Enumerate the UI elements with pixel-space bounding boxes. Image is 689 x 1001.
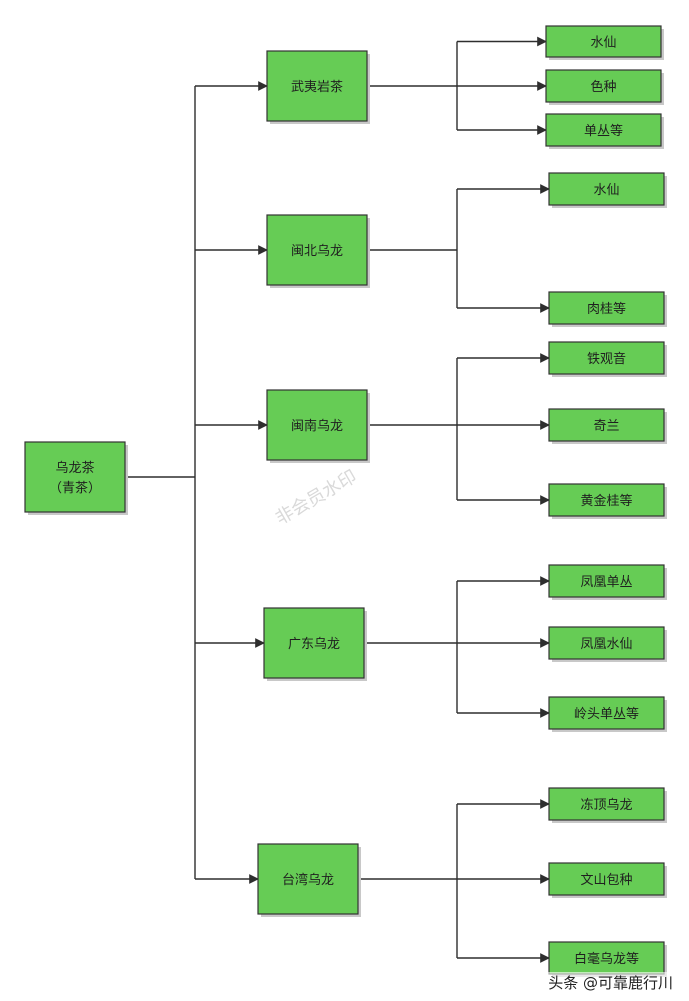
leaf-node-box (548, 787, 665, 821)
leaf-label: 岭头单丛等 (574, 706, 639, 722)
leaf-node: 文山包种 (548, 862, 667, 898)
connectors (125, 36, 550, 963)
branch-node: 闽北乌龙 (266, 214, 370, 288)
watermark-text: 非会员水印 (272, 466, 360, 529)
root-label-line2: （青茶） (49, 480, 101, 496)
branch-node-box (266, 214, 368, 286)
root-label-line1: 乌龙茶 (55, 460, 94, 476)
leaf-label: 水仙 (593, 183, 619, 198)
branch-node: 武夷岩茶 (266, 50, 370, 124)
leaf-label: 文山包种 (580, 873, 632, 888)
leaf-label: 白毫乌龙等 (574, 951, 639, 967)
branch-label: 台湾乌龙 (282, 872, 334, 888)
leaf-label: 冻顶乌龙 (580, 797, 632, 813)
author-credit: 头条 @可靠鹿行川 (546, 972, 675, 993)
branch-node-box (257, 843, 359, 915)
leaf-node: 凤凰单丛 (548, 564, 667, 600)
branch-node: 广东乌龙 (263, 607, 367, 681)
leaf-node-box (548, 291, 665, 325)
leaf-label: 色种 (590, 79, 616, 95)
leaf-label: 单丛等 (584, 123, 623, 139)
leaf-label: 黄金桂等 (580, 493, 632, 509)
leaf-node-box (548, 341, 665, 375)
leaf-node-box (545, 113, 662, 147)
leaf-node: 冻顶乌龙 (548, 787, 667, 823)
leaf-node: 水仙 (545, 25, 664, 60)
branch-label: 闽北乌龙 (291, 243, 343, 259)
branch-label: 闽南乌龙 (291, 418, 343, 434)
leaf-label: 水仙 (590, 36, 616, 51)
leaf-label: 铁观音 (587, 351, 626, 367)
leaf-node-box (548, 626, 665, 660)
leaf-node-box (548, 172, 665, 206)
branch-label: 武夷岩茶 (291, 79, 343, 95)
leaf-node-box (545, 25, 662, 58)
branch-node-box (266, 389, 368, 461)
leaf-label: 奇兰 (593, 418, 619, 434)
branch-label: 广东乌龙 (288, 636, 340, 652)
leaf-node: 凤凰水仙 (548, 626, 667, 662)
leaf-node: 黄金桂等 (548, 483, 667, 519)
leaf-node-box (548, 862, 665, 896)
leaf-node-box (548, 408, 665, 442)
leaf-node-box (548, 564, 665, 598)
branch-node-box (266, 50, 368, 122)
leaf-node: 奇兰 (548, 408, 667, 444)
leaf-node: 岭头单丛等 (548, 696, 667, 732)
leaf-node: 白毫乌龙等 (548, 941, 667, 977)
leaf-node-box (545, 69, 662, 103)
leaf-node: 单丛等 (545, 113, 664, 149)
branch-node: 闽南乌龙 (266, 389, 370, 463)
root-node: 乌龙茶 （青茶） (24, 441, 128, 515)
leaf-label: 凤凰单丛 (580, 575, 632, 590)
leaf-node-box (548, 941, 665, 975)
watermark: 非会员水印 (272, 466, 360, 529)
leaf-layer: 水仙色种单丛等水仙肉桂等铁观音奇兰黄金桂等凤凰单丛凤凰水仙岭头单丛等冻顶乌龙文山… (545, 25, 667, 977)
leaf-node: 色种 (545, 69, 664, 105)
root-node-box (24, 441, 126, 513)
leaf-node: 水仙 (548, 172, 667, 208)
branch-node: 台湾乌龙 (257, 843, 361, 917)
leaf-label: 凤凰水仙 (580, 637, 632, 652)
leaf-node: 肉桂等 (548, 291, 667, 327)
leaf-node-box (548, 483, 665, 517)
leaf-label: 肉桂等 (587, 301, 626, 317)
branch-node-box (263, 607, 365, 679)
leaf-node-box (548, 696, 665, 730)
leaf-node: 铁观音 (548, 341, 667, 377)
